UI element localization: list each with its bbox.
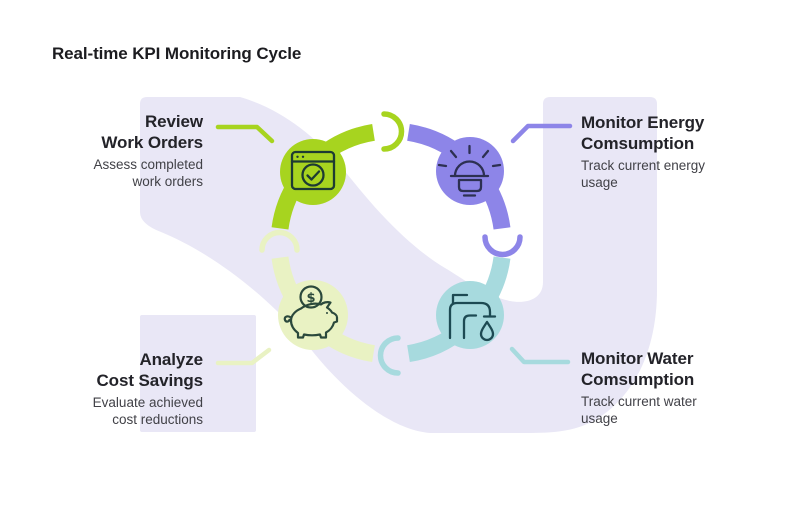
faucet-icon [448, 293, 497, 342]
dollar-coin [299, 285, 323, 309]
connector-water [509, 346, 571, 365]
node-desc: usage [581, 174, 618, 190]
node-title: Work Orders [101, 133, 203, 152]
connector-review [215, 124, 275, 144]
node-title: Comsumption [581, 134, 695, 153]
dollar-sign: $ [306, 291, 315, 306]
background-rect-shape [140, 315, 256, 432]
browser-check-icon [290, 150, 336, 191]
node-desc: Track current water [581, 394, 697, 409]
connector-energy [510, 123, 573, 144]
arrowhead-right-icon [381, 111, 405, 152]
arrowhead-up-icon [259, 229, 300, 253]
node-desc: work orders [132, 173, 203, 189]
node-label-review: Review Work Orders Assess completed work… [93, 111, 203, 190]
browser-dot [296, 155, 299, 158]
piggy-bank-icon: $ [283, 285, 339, 339]
browser-dot [301, 155, 305, 158]
node-title: Monitor Water [581, 349, 694, 368]
node-title: Monitor Energy [581, 113, 705, 132]
node-label-water: Monitor Water Comsumption Track current … [581, 348, 697, 427]
pig-eye [326, 312, 328, 314]
arrowhead-left-icon [377, 335, 401, 376]
arrowhead-down-icon [482, 234, 523, 258]
node-desc: Assess completed [93, 157, 203, 172]
node-desc: usage [581, 410, 618, 426]
node-title: Analyze [139, 350, 203, 369]
page-title: Real-time KPI Monitoring Cycle [52, 44, 302, 63]
background-swoosh-shape [140, 97, 657, 433]
node-label-cost: Analyze Cost Savings Evaluate achieved c… [93, 349, 203, 428]
node-title: Comsumption [581, 370, 695, 389]
lightbulb-icon [437, 144, 502, 197]
node-desc: Evaluate achieved [92, 395, 203, 410]
node-desc: cost reductions [112, 411, 203, 427]
water-drop-icon [479, 320, 495, 342]
node-desc: Track current energy [581, 158, 706, 173]
node-circle-review [280, 139, 346, 205]
node-title: Review [145, 112, 203, 131]
node-title: Cost Savings [96, 371, 204, 390]
node-circle-cost [278, 280, 348, 350]
pig-tail [283, 315, 293, 323]
connector-cost [215, 347, 272, 366]
node-label-energy: Monitor Energy Comsumption Track current… [581, 112, 705, 191]
